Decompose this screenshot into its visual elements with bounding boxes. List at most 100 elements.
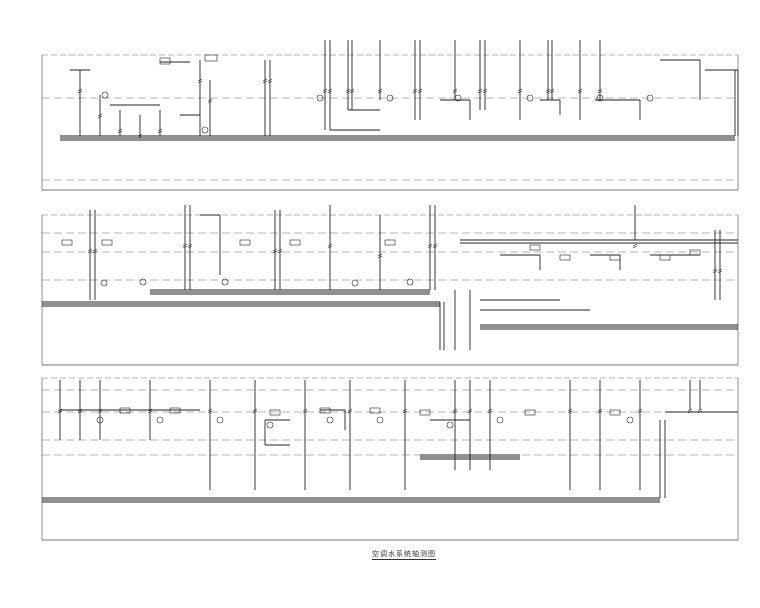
pipe-tag-mark bbox=[327, 88, 333, 92]
pipe-tag-mark bbox=[427, 245, 433, 249]
equipment-box bbox=[239, 239, 251, 246]
valve-symbol bbox=[100, 279, 108, 287]
valve-symbol bbox=[454, 94, 462, 102]
pipe-tag-mark bbox=[482, 90, 488, 94]
equipment-box bbox=[689, 249, 701, 256]
pipe-tag-mark bbox=[452, 90, 458, 94]
pipe-tag-mark bbox=[147, 408, 153, 412]
valve-symbol bbox=[526, 94, 534, 102]
pipe-tag-mark bbox=[97, 115, 103, 119]
pipe-network bbox=[42, 40, 739, 503]
pipe-tag-mark bbox=[452, 88, 458, 92]
valve-symbol bbox=[446, 421, 454, 429]
pipe-tag-mark bbox=[712, 270, 718, 274]
pipe-tag-mark bbox=[187, 243, 193, 247]
pipe-tag-mark bbox=[327, 90, 333, 94]
pipe-tag-mark bbox=[549, 90, 555, 94]
caption-underline bbox=[372, 559, 436, 560]
pipe-tag-mark bbox=[272, 250, 278, 254]
equipment-box bbox=[61, 239, 73, 246]
pipe-tag-mark bbox=[417, 90, 423, 94]
pipe-tag-mark bbox=[347, 410, 353, 414]
pipe-tag-mark bbox=[487, 408, 493, 412]
pipe-tag-mark bbox=[597, 90, 603, 94]
equipment-box bbox=[559, 254, 571, 261]
pipe-tag-mark bbox=[137, 133, 143, 137]
pipe-tag-mark bbox=[267, 80, 273, 84]
equipment-box bbox=[101, 239, 113, 246]
pipe-fittings bbox=[57, 54, 723, 429]
pipe-tag-mark bbox=[322, 88, 328, 92]
equipment-box bbox=[659, 254, 671, 261]
pipe-tag-mark bbox=[345, 88, 351, 92]
pipe-tag-mark bbox=[402, 410, 408, 414]
pipe-tag-mark bbox=[482, 88, 488, 92]
drawing-frame bbox=[41, 54, 739, 541]
pipe-tag-mark bbox=[597, 410, 603, 414]
pipe-tag-mark bbox=[687, 410, 693, 414]
pipe-tag-mark bbox=[712, 268, 718, 272]
pipe-tag-mark bbox=[632, 243, 638, 247]
pipe-tag-mark bbox=[92, 250, 98, 254]
valve-symbol bbox=[156, 416, 164, 424]
valve-symbol bbox=[326, 416, 334, 424]
pipe-tag-mark bbox=[545, 90, 551, 94]
pipe-tag-mark bbox=[207, 410, 213, 414]
pipe-tag-mark bbox=[347, 408, 353, 412]
pipe-tag-mark bbox=[302, 410, 308, 414]
pipe-tag-mark bbox=[632, 245, 638, 249]
valve-symbol bbox=[316, 94, 324, 102]
pipe-tag-mark bbox=[327, 243, 333, 247]
pipe-tag-mark bbox=[277, 248, 283, 252]
pipe-tag-mark bbox=[252, 408, 258, 412]
equipment-box bbox=[369, 407, 381, 414]
pipe-tag-mark bbox=[77, 408, 83, 412]
equipment-box bbox=[384, 239, 396, 246]
pipe-tag-mark bbox=[477, 90, 483, 94]
pipe-tag-mark bbox=[97, 408, 103, 412]
pipe-tag-mark bbox=[452, 410, 458, 414]
pipe-tag-mark bbox=[549, 88, 555, 92]
pipe-tag-mark bbox=[567, 408, 573, 412]
pipe-tag-mark bbox=[349, 88, 355, 92]
pipe-tag-mark bbox=[377, 88, 383, 92]
valve-symbol bbox=[201, 126, 209, 134]
pipe-tag-mark bbox=[427, 243, 433, 247]
valve-symbol bbox=[221, 278, 229, 286]
pipe-tag-mark bbox=[517, 88, 523, 92]
valve-symbol bbox=[216, 416, 224, 424]
pipe-tag-mark bbox=[467, 408, 473, 412]
pipe-tag-mark bbox=[517, 90, 523, 94]
equipment-box bbox=[169, 407, 181, 414]
valve-symbol bbox=[351, 279, 359, 287]
pipe-tag-mark bbox=[377, 255, 383, 259]
valve-symbol bbox=[376, 416, 384, 424]
pipe-tag-mark bbox=[182, 243, 188, 247]
pipe-tag-mark bbox=[77, 90, 83, 94]
pipe-tag-mark bbox=[302, 408, 308, 412]
equipment-box bbox=[524, 409, 536, 416]
pipe-tag-mark bbox=[545, 88, 551, 92]
equipment-box bbox=[269, 409, 281, 416]
pipe-tag-mark bbox=[137, 135, 143, 139]
drawing-caption: 空调水系统轴测图 bbox=[372, 550, 436, 558]
pipe-tag-mark bbox=[697, 408, 703, 412]
pipe-tag-mark bbox=[717, 268, 723, 272]
pipe-tag-mark bbox=[57, 410, 63, 414]
pipe-tag-mark bbox=[687, 408, 693, 412]
pipe-tag-mark bbox=[567, 410, 573, 414]
pipe-tag-mark bbox=[432, 245, 438, 249]
pipe-tag-mark bbox=[717, 270, 723, 274]
pipe-tag-mark bbox=[207, 98, 213, 102]
pipe-tag-mark bbox=[77, 410, 83, 414]
pipe-tag-mark bbox=[157, 130, 163, 134]
pipe-tag-mark bbox=[597, 88, 603, 92]
equipment-box bbox=[119, 407, 131, 414]
valve-symbol bbox=[496, 416, 504, 424]
pipe-tag-mark bbox=[577, 88, 583, 92]
pipe-tag-mark bbox=[97, 410, 103, 414]
equipment-box bbox=[204, 54, 218, 62]
pipe-tag-mark bbox=[272, 248, 278, 252]
pipe-tag-mark bbox=[277, 250, 283, 254]
valve-symbol bbox=[101, 91, 109, 99]
